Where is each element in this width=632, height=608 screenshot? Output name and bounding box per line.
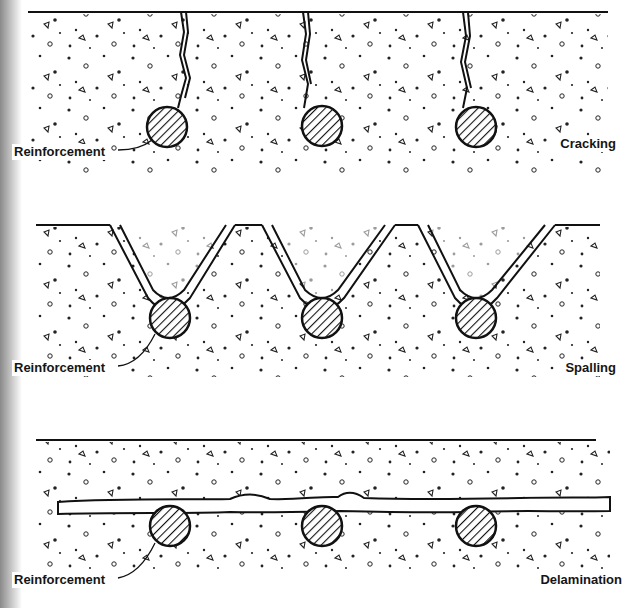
part-label: Reinforcement	[12, 144, 107, 160]
scan-shadow	[0, 0, 22, 608]
part-label: Reinforcement	[12, 572, 107, 588]
caption-label: Spalling	[563, 360, 618, 376]
spalling-panel	[36, 225, 600, 377]
delamination-panel	[36, 440, 610, 578]
caption-label: Cracking	[558, 136, 618, 152]
cracking-panel	[28, 12, 608, 174]
caption-label: Delamination	[538, 572, 624, 588]
part-label: Reinforcement	[12, 360, 107, 376]
